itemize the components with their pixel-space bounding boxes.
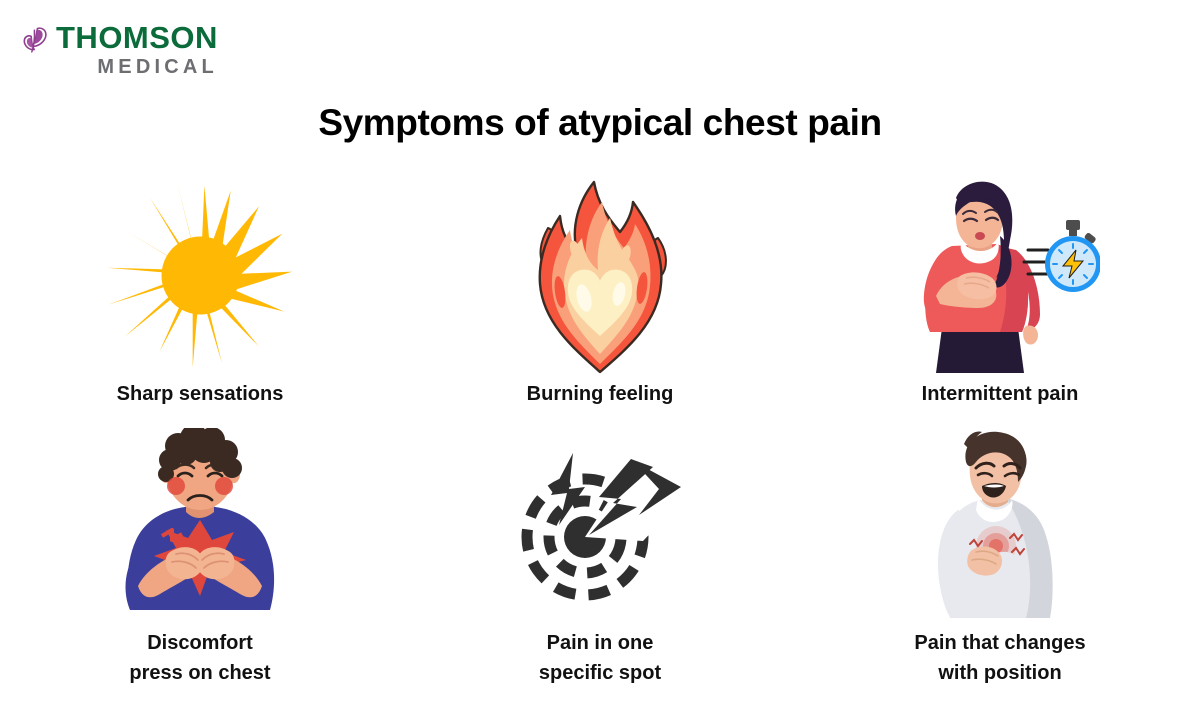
symptom-card-pain-that-changes-with-position: Pain that changes with position <box>800 428 1200 690</box>
stopwatch-icon <box>1045 220 1100 292</box>
brand-primary-text: THOMSON <box>56 20 218 55</box>
target-lightning-icon <box>521 452 681 600</box>
symptom-label: Sharp sensations <box>116 383 284 405</box>
man-changing-position-pain-icon <box>938 431 1053 618</box>
symptom-art <box>100 428 300 618</box>
symptom-card-intermittent-pain: Intermittent pain <box>800 178 1200 428</box>
page-title: Symptoms of atypical chest pain <box>318 102 882 143</box>
starburst-icon <box>106 182 292 368</box>
flame-heart-icon <box>538 180 667 373</box>
butterfly-icon <box>23 27 47 53</box>
symptom-art <box>518 178 683 373</box>
brand-logo-text: THOMSON MEDICAL <box>56 22 218 77</box>
symptom-card-pain-in-one-specific-spot: Pain in one specific spot <box>400 428 800 690</box>
symptom-art <box>103 178 298 373</box>
symptom-label: Intermittent pain <box>921 383 1079 405</box>
brand-logo: THOMSON MEDICAL <box>18 22 218 77</box>
symptom-label: Discomfort press on chest <box>129 632 271 684</box>
symptom-label: Burning feeling <box>526 383 674 405</box>
symptom-art <box>513 428 688 618</box>
symptom-art <box>900 178 1100 373</box>
symptom-art <box>910 428 1090 618</box>
symptoms-grid: Sharp sensations <box>0 178 1200 690</box>
symptom-label: Pain in one specific spot <box>538 632 662 684</box>
brand-secondary-text: MEDICAL <box>97 56 218 78</box>
symptom-label: Pain that changes with position <box>914 632 1086 684</box>
symptom-card-sharp-sensations: Sharp sensations <box>0 178 400 428</box>
woman-chest-pain-stopwatch-icon <box>923 181 1100 373</box>
symptom-card-burning-feeling: Burning feeling <box>400 178 800 428</box>
symptom-card-discomfort-press-on-chest: Discomfort press on chest <box>0 428 400 690</box>
man-pressing-chest-icon <box>125 428 275 610</box>
